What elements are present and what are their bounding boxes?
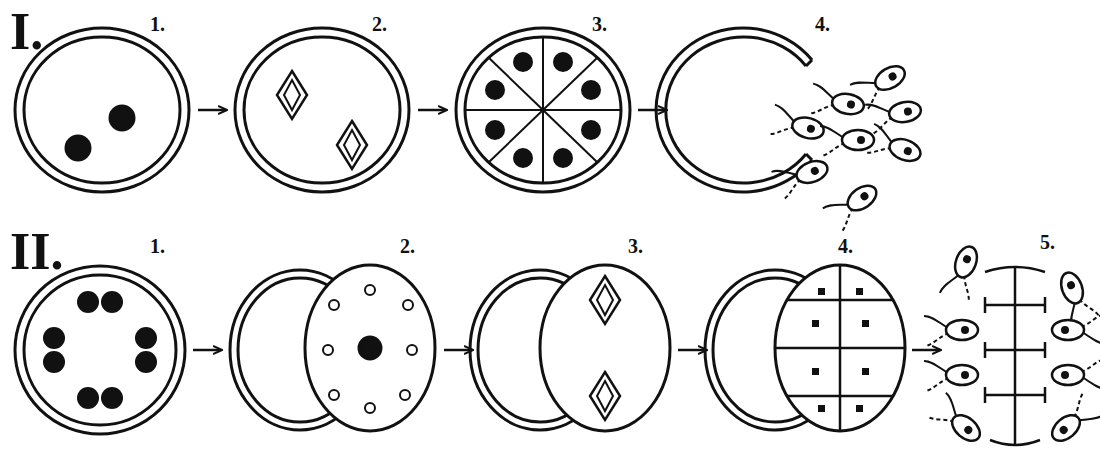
stage-number: 4. xyxy=(815,14,830,34)
stage-number: 5. xyxy=(1040,232,1055,252)
stage-number: 3. xyxy=(628,236,643,256)
row-label: II. xyxy=(10,226,63,278)
stage-number: 1. xyxy=(150,14,165,34)
stage-number: 2. xyxy=(372,14,387,34)
stage-number: 4. xyxy=(838,236,853,256)
stage-number: 1. xyxy=(150,236,165,256)
stage-number: 2. xyxy=(400,236,415,256)
stage-number: 3. xyxy=(592,14,607,34)
row-label: I. xyxy=(10,6,43,58)
